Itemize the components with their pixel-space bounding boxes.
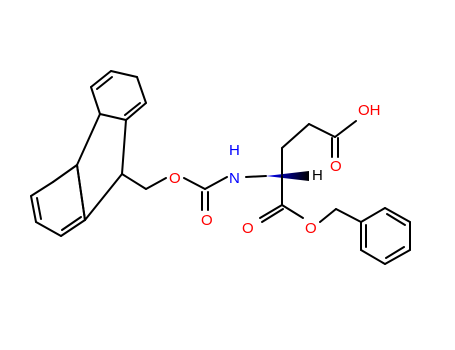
backbone [245,120,357,181]
fluorene-bridge [76,113,127,221]
fluorene-upper-ring [90,70,147,121]
carbamate-carbonyl-oxygen-label: O [201,212,213,229]
ester-carbonyl-oxygen-label: O [242,220,254,237]
fmoc-ester-oxygen-label: O [169,170,181,187]
carboxylic-acid-oh-label: OH [358,102,381,119]
benzyl-ring [360,207,411,265]
fmoc-linker [121,173,228,211]
fluorene-lower-ring [30,164,86,237]
alpha-hydrogen-label: H [312,167,323,184]
benzyl-ester [259,175,362,223]
stereo-wedge [266,171,309,181]
amine-nitrogen-label: N [229,170,240,187]
carboxylic-acid-oxygen-label: O [330,158,342,175]
benzyl-ester-oxygen-label: O [305,220,317,237]
amine-hydrogen-label: H [229,142,240,159]
